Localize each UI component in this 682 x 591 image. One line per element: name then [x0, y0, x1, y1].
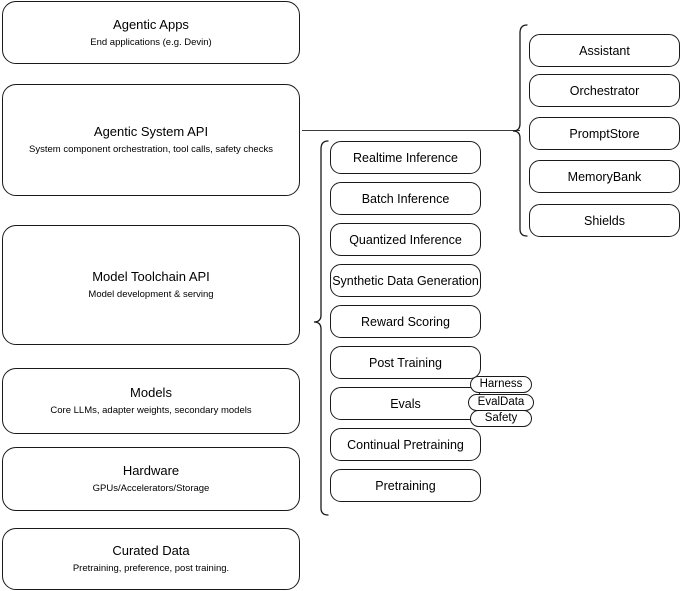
layer-curated-data[interactable]: Curated Data Pretraining, preference, po…	[2, 528, 300, 590]
toolchain-post-training[interactable]: Post Training	[330, 346, 481, 379]
brace-system-components	[512, 24, 528, 237]
toolchain-label: Realtime Inference	[353, 150, 458, 165]
toolchain-label: Continual Pretraining	[347, 437, 464, 452]
eval-tag-label: Safety	[484, 412, 518, 424]
component-assistant[interactable]: Assistant	[529, 34, 680, 67]
layer-title: Curated Data	[112, 543, 190, 558]
eval-tag-label: Harness	[479, 378, 523, 390]
component-label: Orchestrator	[569, 83, 640, 98]
layer-title: Agentic Apps	[113, 16, 189, 32]
component-label: MemoryBank	[567, 169, 642, 184]
layer-subtitle: Pretraining, preference, post training.	[72, 563, 230, 574]
toolchain-continual-pretraining[interactable]: Continual Pretraining	[330, 428, 481, 461]
component-orchestrator[interactable]: Orchestrator	[529, 74, 680, 107]
component-label: Assistant	[579, 43, 630, 58]
layer-subtitle: System component orchestration, tool cal…	[29, 144, 273, 155]
connector-system-api-to-components	[302, 130, 520, 132]
toolchain-label: Batch Inference	[361, 191, 450, 206]
component-memorybank[interactable]: MemoryBank	[529, 160, 680, 193]
layer-title: Models	[130, 385, 172, 400]
component-shields[interactable]: Shields	[529, 204, 680, 237]
layer-subtitle: Model development & serving	[88, 289, 214, 300]
layer-subtitle: End applications (e.g. Devin)	[90, 36, 212, 48]
toolchain-label: Pretraining	[375, 478, 436, 493]
layer-title: Model Toolchain API	[92, 269, 210, 284]
layer-title: Agentic System API	[93, 124, 209, 139]
layer-subtitle: Core LLMs, adapter weights, secondary mo…	[50, 405, 252, 416]
eval-tag-evaldata[interactable]: EvalData	[468, 394, 534, 411]
layer-model-toolchain-api[interactable]: Model Toolchain API Model development & …	[2, 225, 300, 345]
toolchain-reward-scoring[interactable]: Reward Scoring	[330, 305, 481, 338]
eval-tag-harness[interactable]: Harness	[470, 376, 532, 393]
toolchain-label: Quantized Inference	[349, 232, 462, 247]
layer-title: Hardware	[122, 463, 180, 478]
toolchain-label: Synthetic Data Generation	[332, 273, 479, 288]
toolchain-evals[interactable]: Evals	[330, 387, 481, 420]
component-promptstore[interactable]: PromptStore	[529, 117, 680, 150]
toolchain-label: Post Training	[369, 355, 442, 370]
toolchain-batch-inference[interactable]: Batch Inference	[330, 182, 481, 215]
toolchain-label: Reward Scoring	[361, 314, 450, 329]
brace-toolchain-components	[313, 140, 329, 516]
layer-subtitle: GPUs/Accelerators/Storage	[92, 483, 210, 494]
eval-tag-label: EvalData	[477, 396, 525, 408]
toolchain-synthetic-data-generation[interactable]: Synthetic Data Generation	[330, 264, 481, 297]
toolchain-label: Evals	[390, 396, 421, 411]
toolchain-pretraining[interactable]: Pretraining	[330, 469, 481, 502]
layer-models[interactable]: Models Core LLMs, adapter weights, secon…	[2, 368, 300, 434]
component-label: Shields	[584, 213, 625, 228]
component-label: PromptStore	[569, 126, 640, 141]
toolchain-realtime-inference[interactable]: Realtime Inference	[330, 141, 481, 174]
eval-tag-safety[interactable]: Safety	[470, 410, 532, 427]
layer-agentic-apps[interactable]: Agentic Apps End applications (e.g. Devi…	[2, 1, 300, 64]
layer-agentic-system-api[interactable]: Agentic System API System component orch…	[2, 84, 300, 196]
layer-hardware[interactable]: Hardware GPUs/Accelerators/Storage	[2, 447, 300, 511]
toolchain-quantized-inference[interactable]: Quantized Inference	[330, 223, 481, 256]
